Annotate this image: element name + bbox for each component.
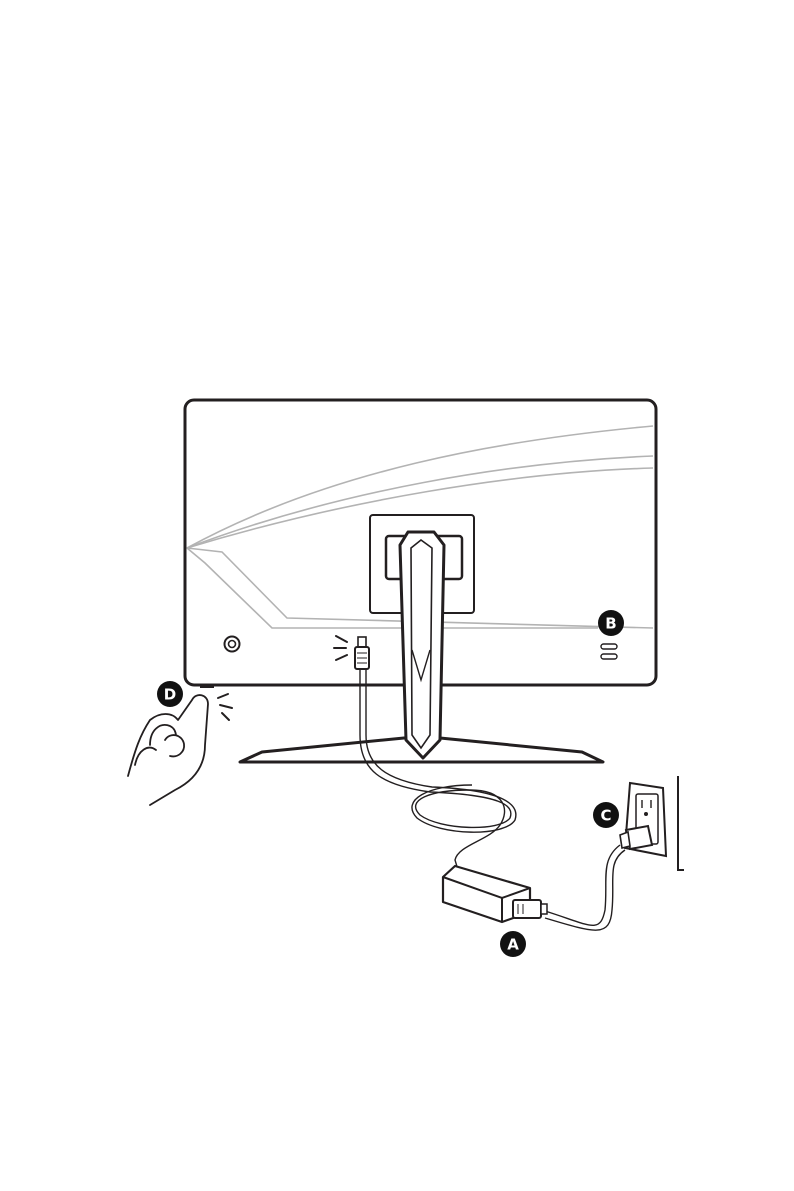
callout-label-a: A xyxy=(507,936,519,954)
callout-label-c: C xyxy=(600,807,611,825)
callout-badge-a: A xyxy=(500,931,526,957)
wall-outlet-icon xyxy=(620,776,684,870)
joystick-slot xyxy=(200,684,214,688)
power-button-icon xyxy=(225,637,240,652)
hand-pressing-icon xyxy=(128,694,232,805)
power-adapter xyxy=(443,866,547,922)
callout-label-d: D xyxy=(164,686,176,704)
callout-badge-d: D xyxy=(157,681,183,707)
stand-neck xyxy=(400,532,444,758)
callout-label-b: B xyxy=(605,615,616,633)
callout-badge-b: B xyxy=(598,610,624,636)
callout-badge-c: C xyxy=(593,802,619,828)
